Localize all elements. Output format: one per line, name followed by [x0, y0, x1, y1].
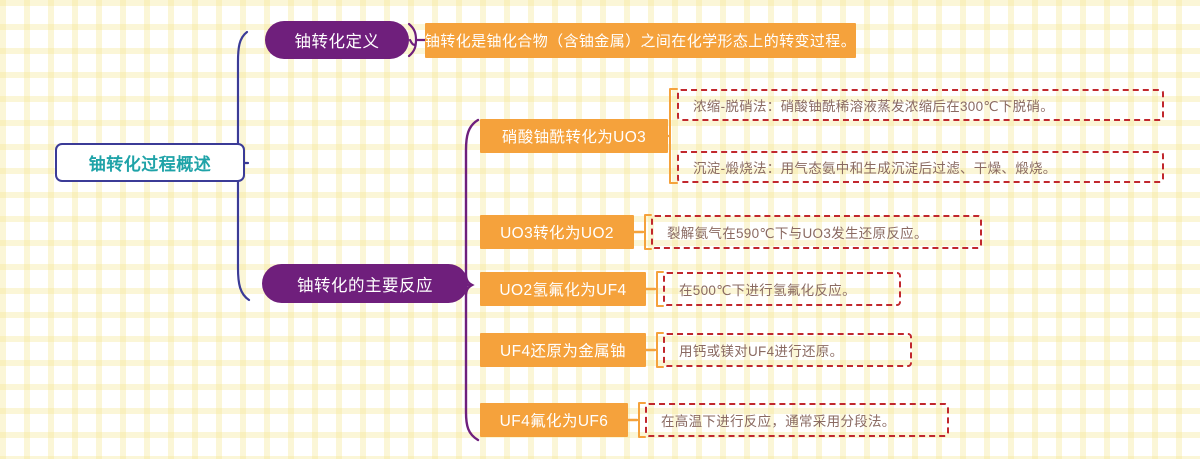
branch-node-main-reactions[interactable]: 铀转化的主要反应: [262, 264, 468, 303]
topic-node-uo3-to-uo2-label: UO3转化为UO2: [500, 225, 614, 242]
root-node-label: 铀转化过程概述: [88, 155, 212, 174]
branch-node-definition[interactable]: 铀转化定义: [265, 21, 409, 59]
edge-topic1-bracket: [669, 88, 678, 184]
topic-node-uf4-to-uranium-label: UF4还原为金属铀: [500, 343, 626, 360]
detail-node-concentration-denitration-label: 浓缩-脱硝法：硝酸铀酰稀溶液蒸发浓缩后在300℃下脱硝。: [693, 99, 1055, 114]
branch-node-definition-label: 铀转化定义: [294, 33, 380, 51]
topic-node-definition-text[interactable]: 铀转化是铀化合物（含铀金属）之间在化学形态上的转变过程。: [425, 23, 856, 58]
edge-definition-bracket: [407, 22, 418, 58]
detail-node-uo2-to-uf4[interactable]: 在500℃下进行氢氟化反应。: [663, 272, 901, 306]
topic-node-definition-text-label: 铀转化是铀化合物（含铀金属）之间在化学形态上的转变过程。: [424, 33, 857, 50]
topic-node-uo2-to-uf4-label: UO2氢氟化为UF4: [499, 282, 627, 299]
detail-node-uo2-to-uf4-label: 在500℃下进行氢氟化反应。: [679, 283, 856, 298]
detail-node-uf4-to-uranium-label: 用钙或镁对UF4进行还原。: [679, 344, 844, 359]
root-node[interactable]: 铀转化过程概述: [55, 143, 245, 182]
topic-node-uf4-to-uranium[interactable]: UF4还原为金属铀: [480, 333, 646, 367]
detail-node-uo3-to-uo2[interactable]: 裂解氨气在590℃下与UO3发生还原反应。: [651, 215, 982, 249]
detail-node-concentration-denitration[interactable]: 浓缩-脱硝法：硝酸铀酰稀溶液蒸发浓缩后在300℃下脱硝。: [677, 89, 1164, 121]
topic-node-uf4-to-uf6[interactable]: UF4氟化为UF6: [480, 403, 628, 437]
detail-node-uf4-to-uf6-label: 在高温下进行反应，通常采用分段法。: [661, 414, 896, 429]
detail-node-uf4-to-uranium[interactable]: 用钙或镁对UF4进行还原。: [663, 333, 912, 367]
topic-node-uranyl-nitrate-to-uo3-label: 硝酸铀酰转化为UO3: [501, 129, 647, 146]
topic-node-uo3-to-uo2[interactable]: UO3转化为UO2: [480, 215, 634, 249]
branch-node-main-reactions-label: 铀转化的主要反应: [297, 276, 433, 295]
detail-node-precipitation-calcination-label: 沉淀-煅烧法：用气态氨中和生成沉淀后过滤、干燥、煅烧。: [693, 161, 1057, 176]
topic-node-uf4-to-uf6-label: UF4氟化为UF6: [499, 413, 609, 430]
detail-node-uo3-to-uo2-label: 裂解氨气在590℃下与UO3发生还原反应。: [667, 226, 928, 241]
topic-node-uranyl-nitrate-to-uo3[interactable]: 硝酸铀酰转化为UO3: [480, 119, 668, 153]
detail-node-uf4-to-uf6[interactable]: 在高温下进行反应，通常采用分段法。: [645, 403, 949, 437]
topic-node-uo2-to-uf4[interactable]: UO2氢氟化为UF4: [480, 272, 646, 306]
detail-node-precipitation-calcination[interactable]: 沉淀-煅烧法：用气态氨中和生成沉淀后过滤、干燥、煅烧。: [677, 151, 1164, 183]
